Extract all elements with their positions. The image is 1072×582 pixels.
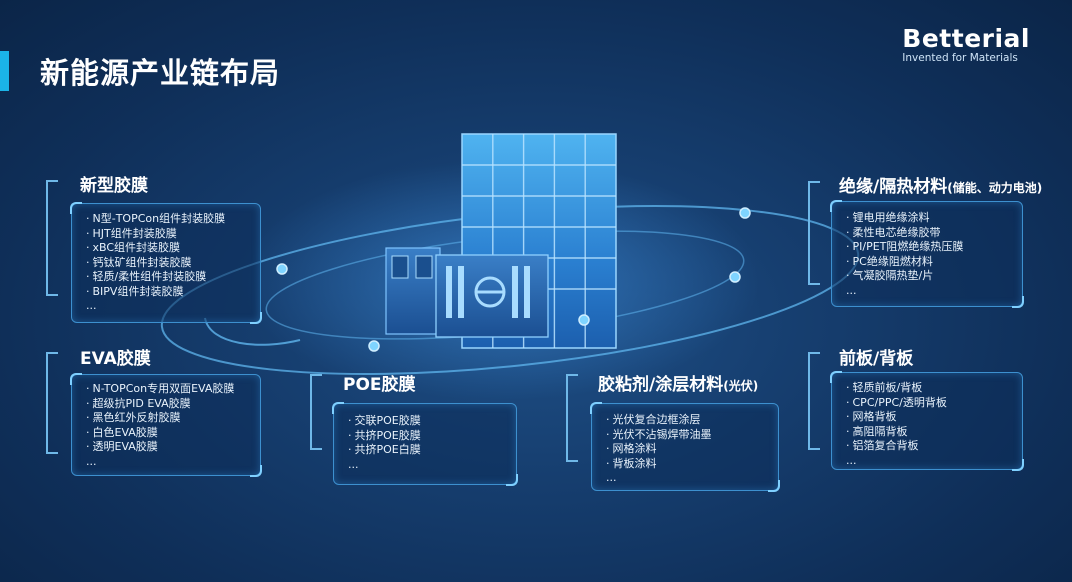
page-title: 新能源产业链布局 [40, 56, 281, 90]
list-item: PC绝缘阻燃材料 [846, 255, 1022, 270]
list-item: ... [86, 299, 97, 312]
battery-storage-icon [385, 247, 549, 338]
list-item: PI/PET阻燃绝缘热压膜 [846, 240, 1022, 255]
list-item: 轻质前板/背板 [846, 381, 1022, 396]
list-item: ... [86, 454, 97, 468]
company-logo: Betterial Invented for Materials [902, 24, 1030, 64]
list-item: 高阻隔背板 [846, 425, 1022, 440]
bracket-eva-film [46, 352, 58, 454]
list-item: N型-TOPCon组件封装胶膜 [86, 212, 260, 227]
section-title-eva-film: EVA胶膜 [80, 349, 151, 369]
list-item: CPC/PPC/透明背板 [846, 396, 1022, 411]
title-accent-bar [0, 51, 9, 91]
list-eva-film: N-TOPCon专用双面EVA胶膜 超级抗PID EVA胶膜 黑色红外反射胶膜 … [72, 375, 260, 469]
section-title-adhesive-main: 胶粘剂/涂层材料 [598, 375, 724, 395]
list-item: ... [846, 283, 857, 297]
list-item: 气凝胶隔热垫/片 [846, 269, 1022, 284]
list-new-film: N型-TOPCon组件封装胶膜 HJT组件封装胶膜 xBC组件封装胶膜 钙钛矿组… [72, 204, 260, 314]
list-item: 共挤POE胶膜 [348, 429, 516, 444]
section-title-new-film: 新型胶膜 [80, 176, 148, 196]
connector-line [204, 317, 301, 346]
section-title-insulation: 绝缘/隔热材料(储能、动力电池) [839, 172, 1042, 197]
list-item: N-TOPCon专用双面EVA胶膜 [86, 382, 260, 397]
logo-tagline: Invented for Materials [902, 52, 1018, 64]
bracket-new-film [46, 180, 58, 296]
list-item: 柔性电芯绝缘胶带 [846, 226, 1022, 241]
section-title-poe-film: POE胶膜 [343, 375, 416, 395]
list-item: BIPV组件封装胶膜 [86, 285, 260, 300]
section-title-adhesive: 胶粘剂/涂层材料(光伏) [598, 370, 758, 395]
list-item: xBC组件封装胶膜 [86, 241, 260, 256]
orbit-nodes [276, 207, 751, 352]
logo-name: Betterial [902, 24, 1030, 53]
bracket-adhesive [566, 374, 578, 462]
list-insulation: 锂电用绝缘涂料 柔性电芯绝缘胶带 PI/PET阻燃绝缘热压膜 PC绝缘阻燃材料 … [832, 202, 1022, 298]
list-item: 网格涂料 [606, 442, 778, 457]
list-poe-film: 交联POE胶膜 共挤POE胶膜 共挤POE白膜 ... [334, 404, 516, 472]
list-item: ... [348, 457, 359, 471]
list-item: 黑色红外反射胶膜 [86, 411, 260, 426]
section-title-backsheet: 前板/背板 [839, 349, 914, 369]
list-item: 光伏不沾锡焊带油墨 [606, 428, 778, 443]
box-eva-film: N-TOPCon专用双面EVA胶膜 超级抗PID EVA胶膜 黑色红外反射胶膜 … [70, 373, 262, 477]
list-item: HJT组件封装胶膜 [86, 227, 260, 242]
section-title-insulation-main: 绝缘/隔热材料 [839, 177, 948, 197]
box-poe-film: 交联POE胶膜 共挤POE胶膜 共挤POE白膜 ... [332, 402, 518, 486]
box-insulation: 锂电用绝缘涂料 柔性电芯绝缘胶带 PI/PET阻燃绝缘热压膜 PC绝缘阻燃材料 … [830, 200, 1024, 308]
section-title-adhesive-note: (光伏) [723, 379, 759, 393]
list-adhesive: 光伏复合边框涂层 光伏不沾锡焊带油墨 网格涂料 背板涂料 ... [592, 404, 778, 486]
list-item: 钙钛矿组件封装胶膜 [86, 256, 260, 271]
box-new-film: N型-TOPCon组件封装胶膜 HJT组件封装胶膜 xBC组件封装胶膜 钙钛矿组… [70, 202, 262, 324]
list-item: 超级抗PID EVA胶膜 [86, 397, 260, 412]
list-item: 锂电用绝缘涂料 [846, 211, 1022, 226]
list-item: 网格背板 [846, 410, 1022, 425]
bracket-insulation [808, 181, 820, 285]
list-item: ... [606, 471, 617, 484]
list-item: 透明EVA胶膜 [86, 440, 260, 455]
list-item: 背板涂料 [606, 457, 778, 472]
bracket-poe-film [310, 374, 322, 450]
list-item: 轻质/柔性组件封装胶膜 [86, 270, 260, 285]
list-item: ... [846, 453, 857, 467]
box-adhesive: 光伏复合边框涂层 光伏不沾锡焊带油墨 网格涂料 背板涂料 ... [590, 402, 780, 492]
list-item: 铝箔复合背板 [846, 439, 1022, 454]
section-title-insulation-note: (储能、动力电池) [947, 181, 1043, 195]
box-backsheet: 轻质前板/背板 CPC/PPC/透明背板 网格背板 高阻隔背板 铝箔复合背板 .… [830, 371, 1024, 471]
list-backsheet: 轻质前板/背板 CPC/PPC/透明背板 网格背板 高阻隔背板 铝箔复合背板 .… [832, 373, 1022, 468]
list-item: 共挤POE白膜 [348, 443, 516, 458]
list-item: 交联POE胶膜 [348, 414, 516, 429]
list-item: 白色EVA胶膜 [86, 426, 260, 441]
bracket-backsheet [808, 352, 820, 450]
list-item: 光伏复合边框涂层 [606, 413, 778, 428]
